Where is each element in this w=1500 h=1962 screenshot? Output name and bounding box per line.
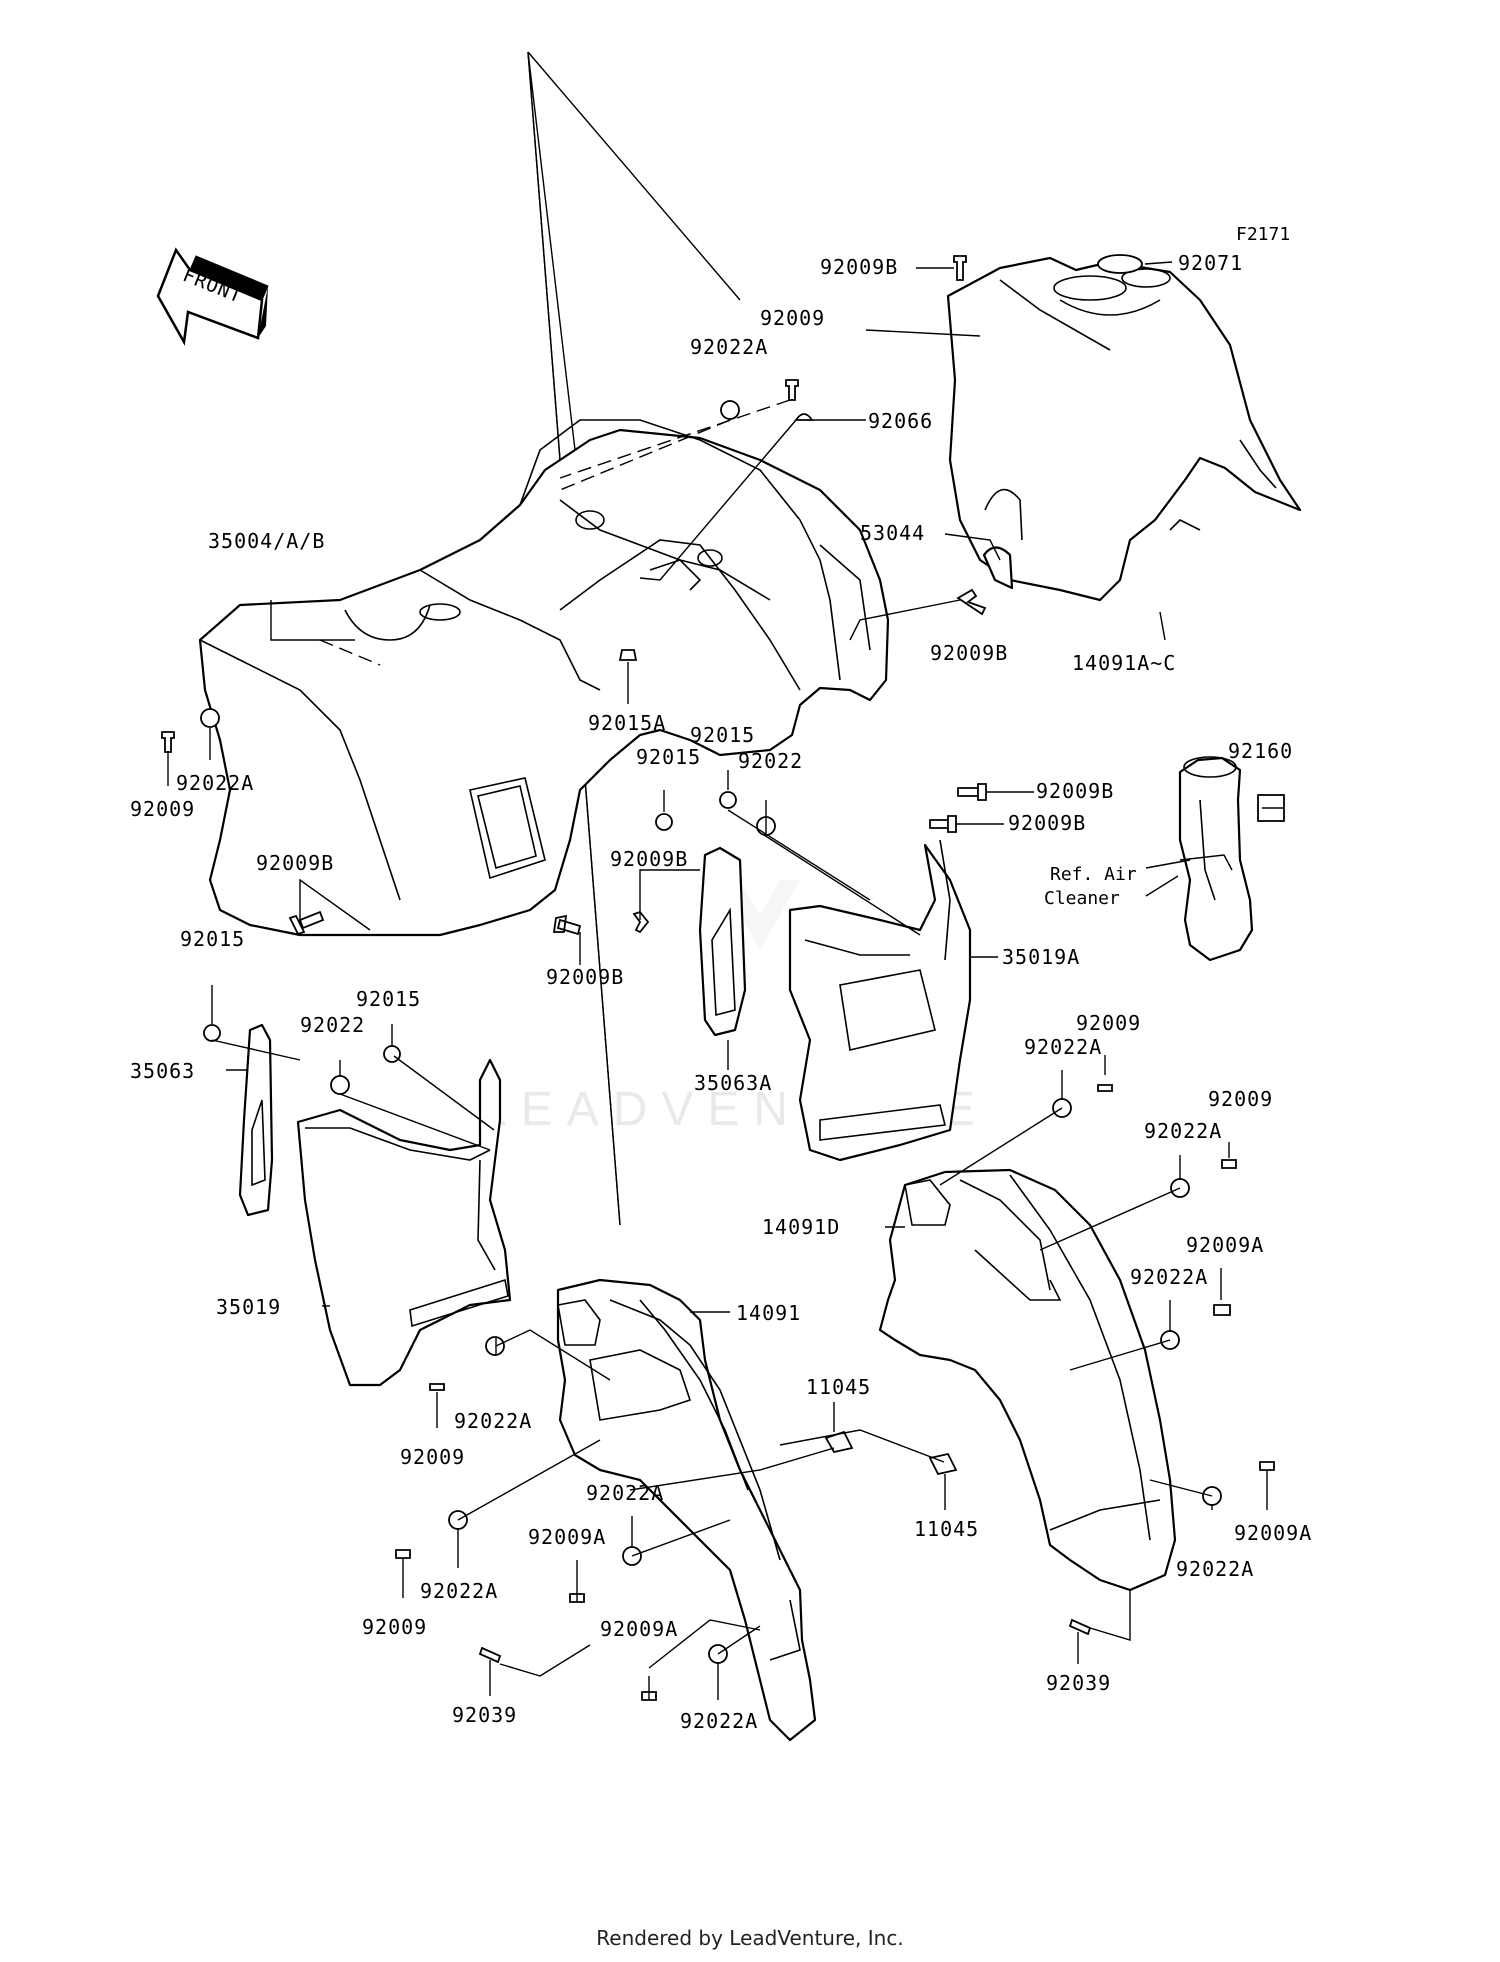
label-92009B-center: 92009B <box>610 847 688 871</box>
bolt-92009-top <box>785 379 799 401</box>
bolt-92009-b2 <box>395 1549 411 1559</box>
label-35019A: 35019A <box>1002 945 1080 969</box>
label-92009A-rb: 92009A <box>1234 1521 1312 1545</box>
bolt-92009-r1 <box>1097 1084 1113 1092</box>
label-35063A: 35063A <box>694 1071 772 1095</box>
label-92009-r1: 92009 <box>1076 1011 1141 1035</box>
washer-92022A-b1 <box>485 1336 505 1356</box>
label-92022A-r1: 92022A <box>1024 1035 1102 1059</box>
label-92009A-b2: 92009A <box>600 1617 678 1641</box>
label-92009B-r2: 92009B <box>1008 811 1086 835</box>
label-92160: 92160 <box>1228 739 1293 763</box>
nut-92015-left <box>203 1024 221 1042</box>
rivet-92039-b <box>1068 1618 1092 1636</box>
label-11045-b: 11045 <box>914 1517 979 1541</box>
cap-92066 <box>794 413 814 421</box>
label-92009B-r1: 92009B <box>1036 779 1114 803</box>
label-92009B-mid: 92009B <box>930 641 1008 665</box>
label-92009A-r: 92009A <box>1186 1233 1264 1257</box>
label-92009-b2: 92009 <box>362 1615 427 1639</box>
label-92009-left: 92009 <box>130 797 195 821</box>
label-92022-mid: 92022 <box>738 749 803 773</box>
label-92015-c: 92015 <box>356 987 421 1011</box>
label-92022A-b2: 92022A <box>586 1481 664 1505</box>
splash-guard-14091D <box>878 1168 1177 1592</box>
fuel-tank-cover <box>946 256 1302 602</box>
label-92071: 92071 <box>1178 251 1243 275</box>
bolt-92009A-r <box>1213 1304 1231 1316</box>
label-92009B-lower: 92009B <box>546 965 624 989</box>
reference-note-line1: Ref. Air <box>1050 864 1137 885</box>
label-92015-left: 92015 <box>180 927 245 951</box>
label-35019: 35019 <box>216 1295 281 1319</box>
front-direction-arrow: FRONT <box>156 247 269 346</box>
label-92015-b: 92015 <box>636 745 701 769</box>
label-11045-a: 11045 <box>806 1375 871 1399</box>
inner-fender-cover-right <box>788 839 972 1162</box>
nut-92015-c <box>383 1045 401 1063</box>
reference-note-line2: Cleaner <box>1044 888 1120 909</box>
washer-92022A-left <box>200 708 220 728</box>
leader-lines <box>167 261 1284 1700</box>
label-92022A-r2: 92022A <box>1144 1119 1222 1143</box>
label-92009-b1: 92009 <box>400 1445 465 1469</box>
bolt-92009B-r2 <box>929 815 957 833</box>
label-92022A-r3: 92022A <box>1130 1265 1208 1289</box>
splash-guard-14091 <box>556 1278 817 1742</box>
label-53044: 53044 <box>860 521 925 545</box>
inner-fender-cover-left <box>296 1058 512 1387</box>
label-14091D: 14091D <box>762 1215 840 1239</box>
bolt-92009-r2 <box>1221 1159 1237 1169</box>
bolt-92009B-lower <box>552 914 582 936</box>
front-fender <box>198 419 890 937</box>
diagram-code: F2171 <box>1236 224 1290 245</box>
bolt-92009B-right <box>956 588 987 616</box>
nut-92015-a <box>655 813 673 831</box>
washer-92022A-top <box>720 400 740 420</box>
label-92022A-top: 92022A <box>690 335 768 359</box>
label-92066: 92066 <box>868 409 933 433</box>
label-92022A-b1: 92022A <box>454 1409 532 1433</box>
label-92009-top: 92009 <box>760 306 825 330</box>
label-35063: 35063 <box>130 1059 195 1083</box>
assembly-line-upper-left <box>527 51 741 301</box>
bracket-35063 <box>238 1023 274 1217</box>
grommet-92071 <box>1097 254 1143 274</box>
washer-92022-left <box>330 1075 350 1095</box>
clip-11045-b <box>928 1452 958 1476</box>
label-92039-b: 92039 <box>1046 1671 1111 1695</box>
label-92015A: 92015A <box>588 711 666 735</box>
clip-92015A <box>618 649 638 661</box>
label-92009A-b1: 92009A <box>528 1525 606 1549</box>
nut-92015-b <box>719 791 737 809</box>
bolt-92009-b1 <box>429 1383 445 1391</box>
bolt-92009B-top <box>953 255 967 281</box>
rivet-92039-a <box>478 1646 502 1664</box>
part-labels: 92009B 92071 92009 92022A 92066 53044 35… <box>130 251 1312 1733</box>
label-92009B-top: 92009B <box>820 255 898 279</box>
label-35004: 35004/A/B <box>208 529 325 553</box>
label-92015-a: 92015 <box>690 723 755 747</box>
label-92022A-left: 92022A <box>176 771 254 795</box>
label-14091: 14091 <box>736 1301 801 1325</box>
label-92022-left: 92022 <box>300 1013 365 1037</box>
label-92009-r2: 92009 <box>1208 1087 1273 1111</box>
clip-53044 <box>982 546 1014 590</box>
label-92022A-b4: 92022A <box>680 1709 758 1733</box>
label-92039-a: 92039 <box>452 1703 517 1727</box>
label-92022A-rb: 92022A <box>1176 1557 1254 1581</box>
bolt-92009B-r1 <box>957 783 987 801</box>
bolt-92009-left <box>161 731 175 753</box>
air-cleaner-duct <box>1178 756 1254 962</box>
label-92009B-left: 92009B <box>256 851 334 875</box>
bracket-35063A <box>698 846 747 1037</box>
label-92022A-b3: 92022A <box>420 1579 498 1603</box>
bolt-92009B-center <box>632 910 650 934</box>
label-14091AC: 14091A~C <box>1072 651 1176 675</box>
bolt-92009B-left <box>288 910 325 936</box>
footer-credit: Rendered by LeadVenture, Inc. <box>596 1926 904 1950</box>
bolt-92009A-rb <box>1259 1461 1275 1471</box>
